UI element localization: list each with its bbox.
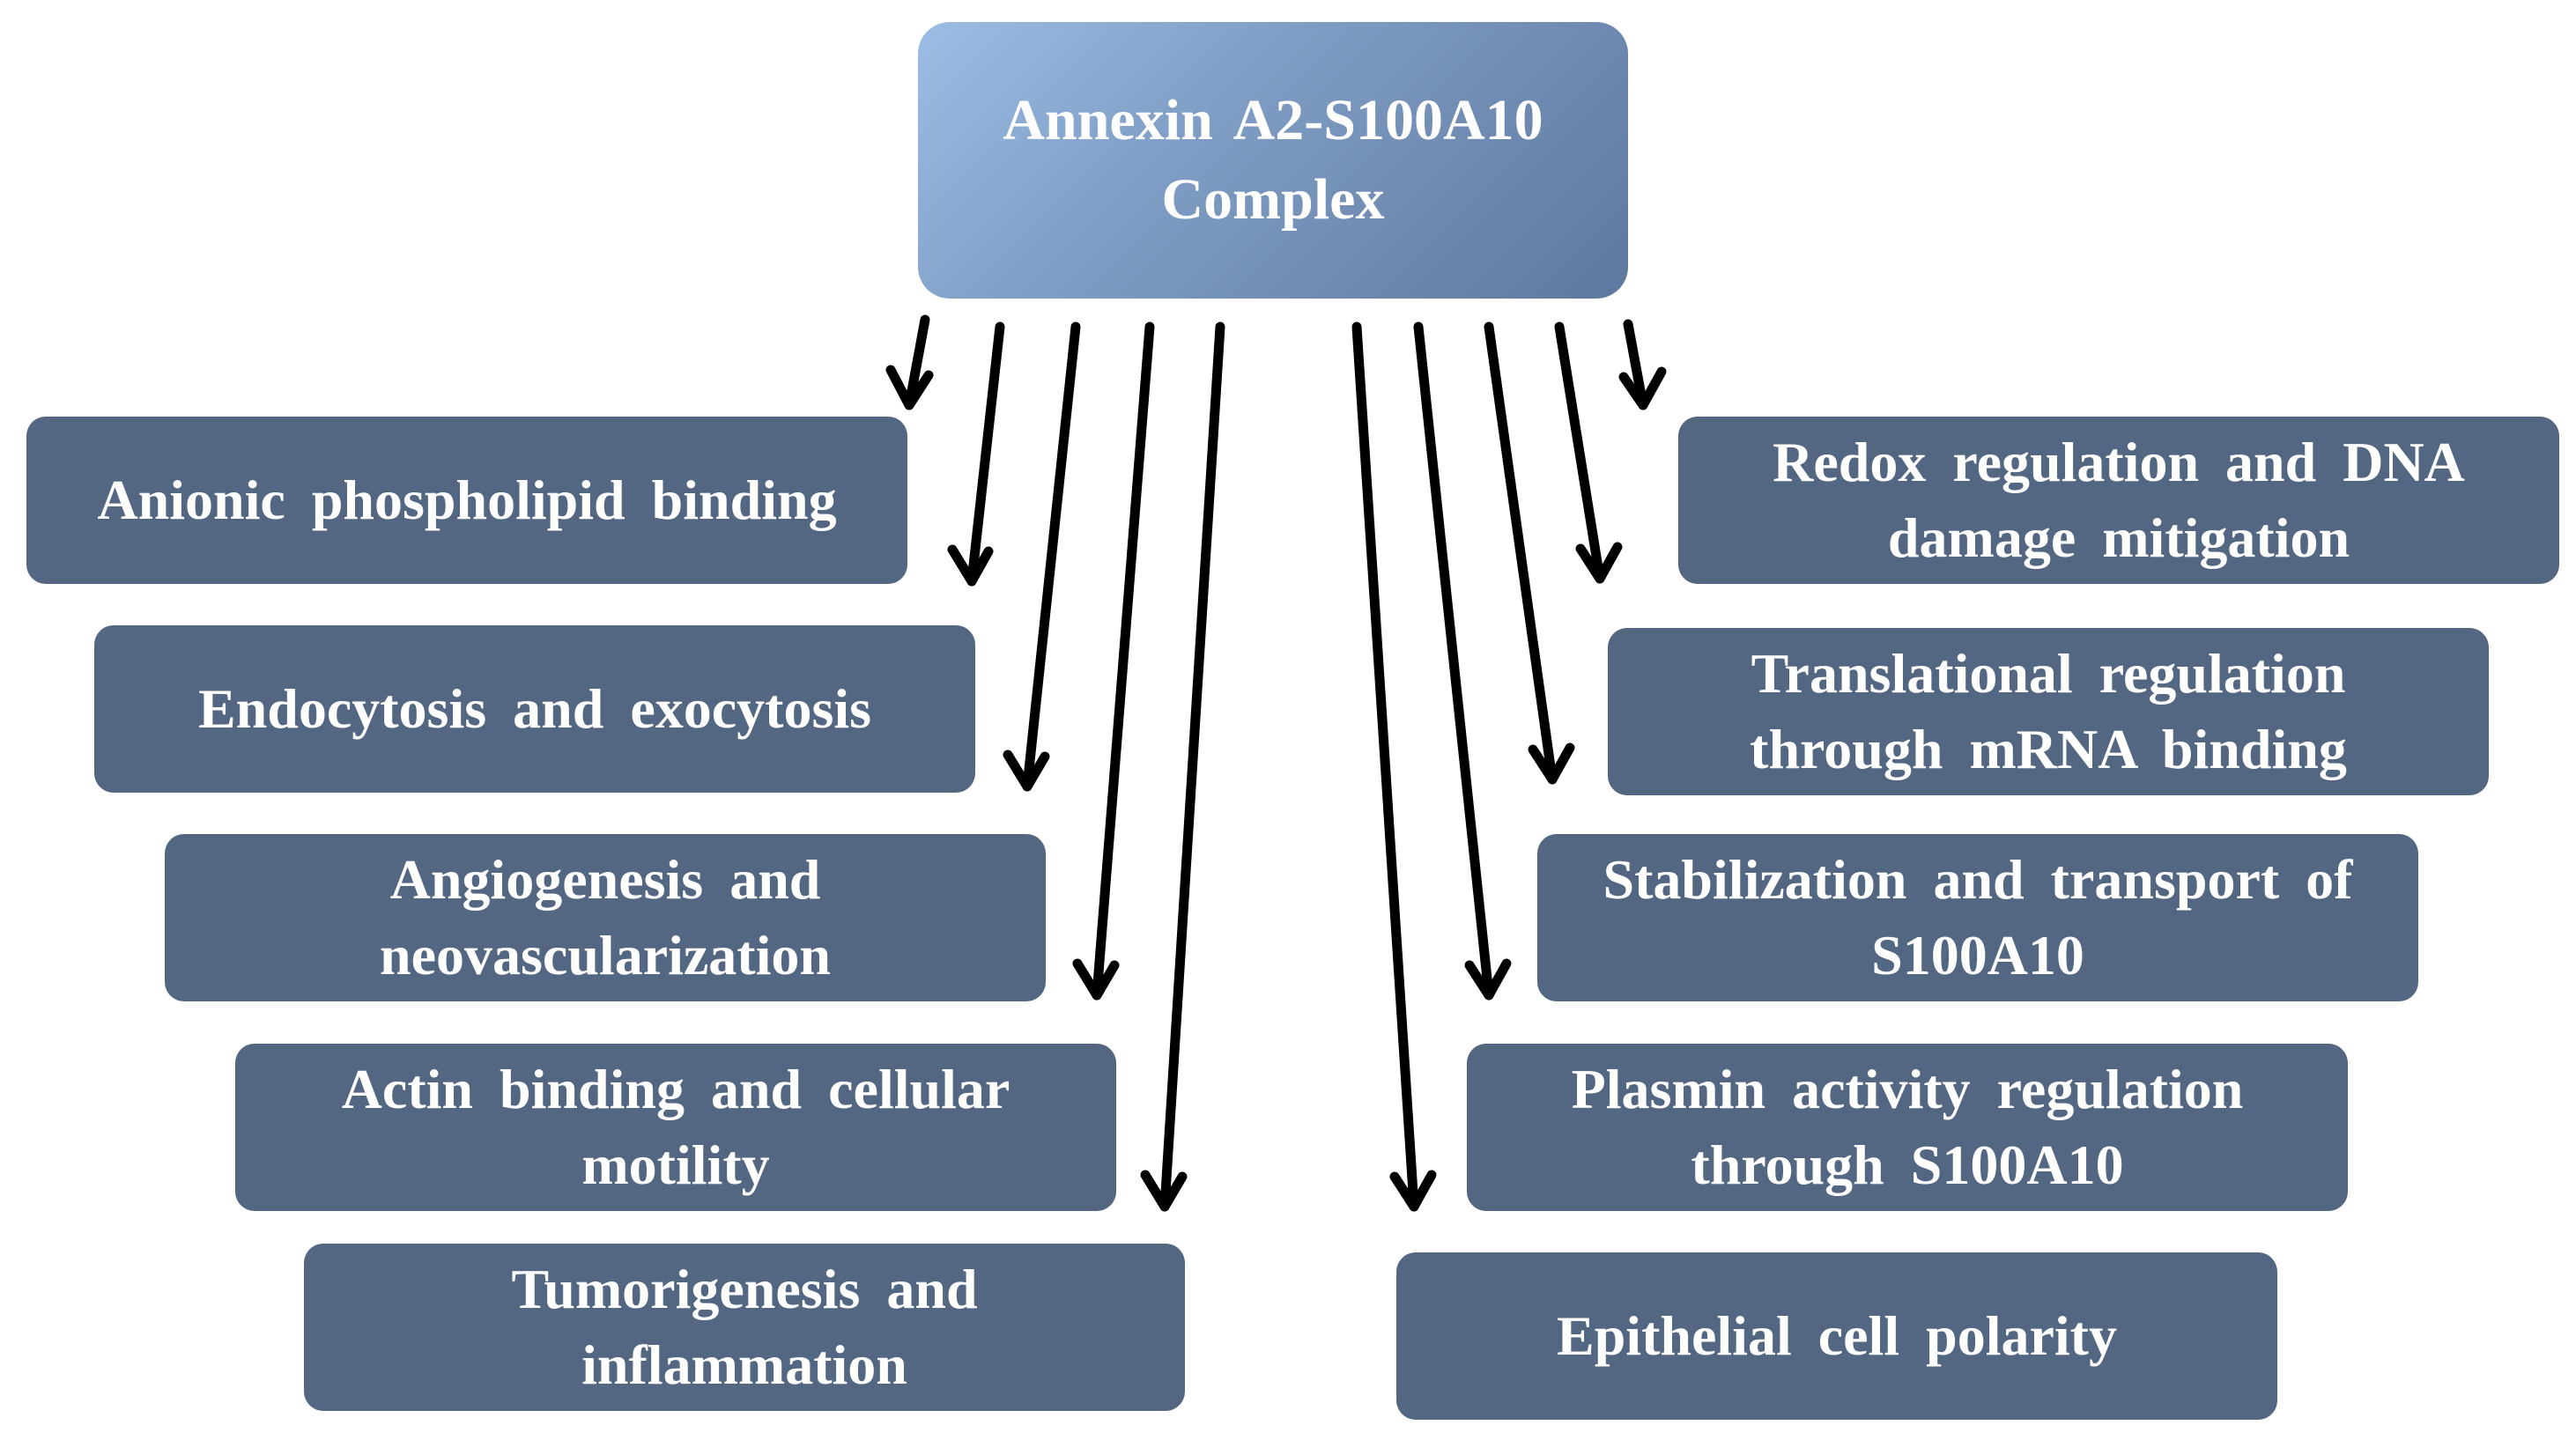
node-translational-regulation: Translational regulation through mRNA bi…	[1608, 628, 2489, 795]
node-label: Redox regulation and DNA damage mitigati…	[1773, 431, 2465, 569]
node-plasmin-regulation: Plasmin activity regulation through S100…	[1467, 1044, 2348, 1211]
arrow-to-endocytosis	[947, 321, 1005, 587]
node-label: Actin binding and cellular motility	[341, 1058, 1010, 1196]
node-label: Epithelial cell polarity	[1557, 1304, 2117, 1367]
node-actin-binding: Actin binding and cellular motility	[235, 1044, 1116, 1211]
node-angiogenesis: Angiogenesis and neovascularization	[165, 834, 1046, 1001]
node-epithelial-cell-polarity: Epithelial cell polarity	[1396, 1252, 2277, 1420]
node-label: Tumorigenesis and inflammation	[511, 1258, 978, 1396]
arrow-to-anionic-phospholipid	[885, 314, 934, 410]
arrow-to-stabilization	[1484, 321, 1575, 785]
node-stabilization-transport: Stabilization and transport of S100A10	[1537, 834, 2418, 1001]
node-label: Anionic phospholipid binding	[97, 469, 837, 531]
node-redox-regulation: Redox regulation and DNA damage mitigati…	[1678, 417, 2559, 584]
hub-label: Annexin A2-S100A10 Complex	[1003, 88, 1543, 232]
arrow-to-tumorigenesis	[1140, 321, 1225, 1212]
node-anionic-phospholipid-binding: Anionic phospholipid binding	[26, 417, 907, 584]
arrow-to-redox-regulation	[1618, 319, 1667, 410]
node-label: Stabilization and transport of S100A10	[1603, 848, 2353, 986]
arrow-to-angiogenesis	[1003, 321, 1081, 792]
node-tumorigenesis: Tumorigenesis and inflammation	[304, 1244, 1185, 1411]
arrow-to-actin-binding	[1072, 321, 1155, 1001]
annexin-complex-hub: Annexin A2-S100A10 Complex	[918, 22, 1628, 299]
node-label: Endocytosis and exocytosis	[197, 677, 872, 740]
node-label: Plasmin activity regulation through S100…	[1571, 1058, 2244, 1196]
node-endocytosis-exocytosis: Endocytosis and exocytosis	[94, 625, 975, 793]
node-label: Angiogenesis and neovascularization	[380, 848, 831, 986]
arrow-to-epithelial-polarity	[1351, 321, 1437, 1212]
node-label: Translational regulation through mRNA bi…	[1750, 642, 2347, 780]
arrow-to-plasmin-regulation	[1413, 321, 1512, 1001]
arrow-to-translational-regulation	[1554, 321, 1623, 584]
